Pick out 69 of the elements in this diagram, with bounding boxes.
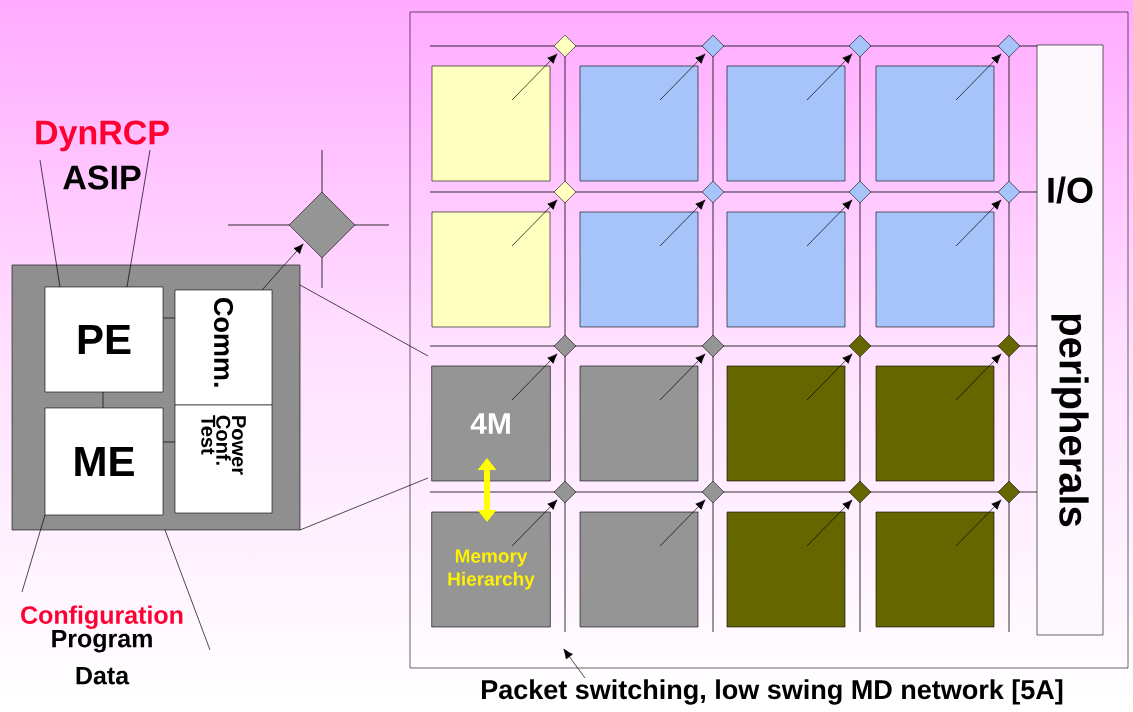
router-diamond <box>848 334 872 358</box>
router-diamond <box>848 180 872 204</box>
arrow <box>955 353 1002 401</box>
chip-frame <box>409 11 1129 669</box>
connector-line <box>162 441 176 443</box>
arrow <box>955 53 1002 101</box>
arrow <box>659 53 706 101</box>
arrow <box>659 199 706 247</box>
arrow <box>563 648 586 679</box>
arrow <box>806 199 853 247</box>
tile-block <box>726 511 846 628</box>
pe-block: PE <box>44 286 164 393</box>
connector-line <box>299 284 429 357</box>
tile-block <box>875 365 995 482</box>
tile-block <box>726 65 846 182</box>
router-diamond <box>553 34 577 58</box>
tile-block <box>875 65 995 182</box>
arrow <box>806 353 853 401</box>
tile-block <box>431 211 551 328</box>
leader-line <box>164 529 211 651</box>
connector-line <box>162 317 176 319</box>
tile-block <box>726 211 846 328</box>
processor-label: DynRCP ASIP <box>36 120 169 190</box>
tile-block <box>579 511 699 628</box>
tile-block <box>875 511 995 628</box>
arrow <box>511 53 558 101</box>
control-block: Power Conf. Test <box>174 404 273 514</box>
router-diamond <box>848 34 872 58</box>
arrow <box>511 199 558 247</box>
router-diamond <box>553 334 577 358</box>
router-diamond <box>701 334 725 358</box>
leader-line <box>39 159 61 288</box>
connector-line <box>102 391 104 409</box>
router-diamond <box>288 191 356 259</box>
router-diamond <box>701 34 725 58</box>
tile-block: Memory Hierarchy <box>431 511 551 628</box>
arrow <box>511 499 558 547</box>
me-block: ME <box>44 407 164 516</box>
arrow <box>659 499 706 547</box>
tile-block <box>875 211 995 328</box>
io-panel: I/O peripherals <box>1036 44 1104 636</box>
arrow <box>511 353 558 401</box>
router-diamond <box>997 334 1021 358</box>
router-diamond <box>553 180 577 204</box>
router-diamond <box>553 480 577 504</box>
config-label: Configuration Program Data <box>21 605 183 685</box>
router-diamond <box>997 480 1021 504</box>
tile-block <box>726 365 846 482</box>
router-diamond <box>701 180 725 204</box>
tile-block <box>579 65 699 182</box>
arrow <box>659 353 706 401</box>
tile-block <box>579 365 699 482</box>
comm-block: Comm. <box>174 289 273 406</box>
tile-block <box>431 65 551 182</box>
router-diamond <box>848 480 872 504</box>
leader-line <box>21 514 46 593</box>
arrow <box>806 53 853 101</box>
leader-line <box>126 149 151 288</box>
arrow <box>955 499 1002 547</box>
router-diamond <box>701 480 725 504</box>
arrow <box>261 243 304 291</box>
tile-block: 4M <box>431 365 551 482</box>
arrow <box>955 199 1002 247</box>
connector-line <box>299 477 429 531</box>
router-diamond <box>997 180 1021 204</box>
tile-block <box>579 211 699 328</box>
network-label: Packet switching, low swing MD network [5A] <box>482 679 1063 705</box>
router-diamond <box>997 34 1021 58</box>
arrow <box>806 499 853 547</box>
